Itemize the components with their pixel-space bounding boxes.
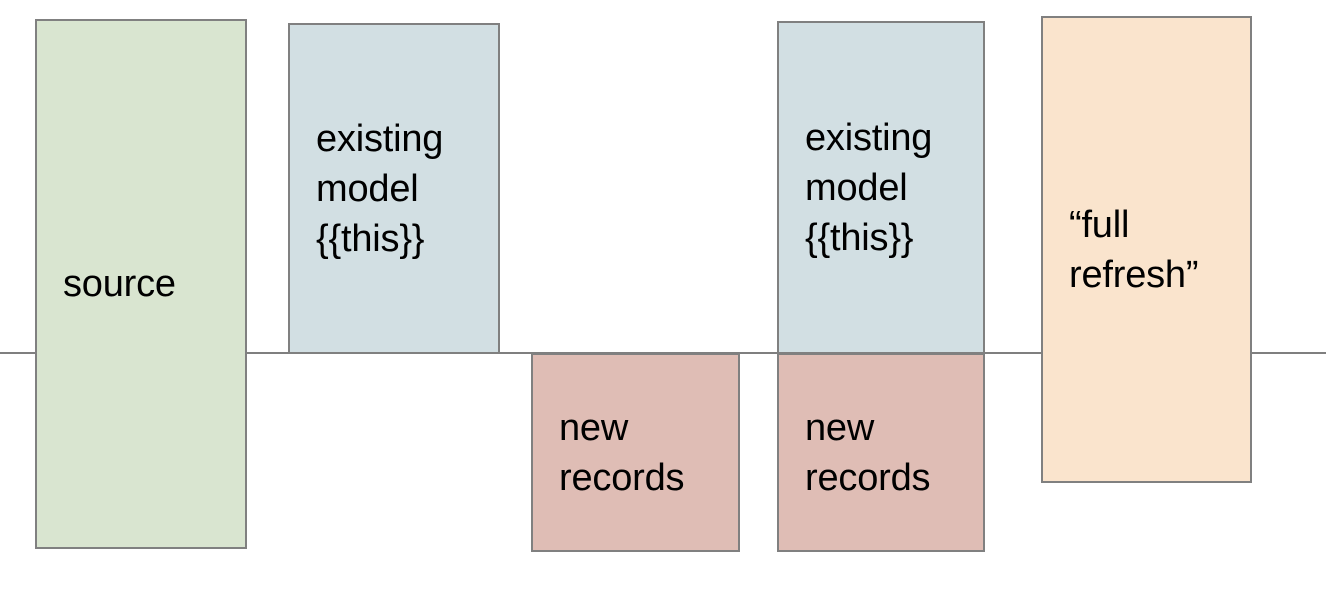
box-new-records-2[interactable]: new records <box>777 353 985 552</box>
box-existing-model-1-label: existing model {{this}} <box>316 117 444 260</box>
box-new-records-1-label: new records <box>559 406 685 499</box>
box-existing-model-2-label: existing model {{this}} <box>805 116 933 259</box>
box-source[interactable]: source <box>35 19 247 549</box>
box-existing-model-2[interactable]: existing model {{this}} <box>777 21 985 354</box>
box-existing-model-1[interactable]: existing model {{this}} <box>288 23 500 354</box>
box-full-refresh[interactable]: “full refresh” <box>1041 16 1252 483</box>
box-full-refresh-label: “full refresh” <box>1069 203 1199 296</box>
box-new-records-2-label: new records <box>805 406 931 499</box>
box-new-records-1[interactable]: new records <box>531 353 740 552</box>
box-source-label: source <box>63 263 176 305</box>
